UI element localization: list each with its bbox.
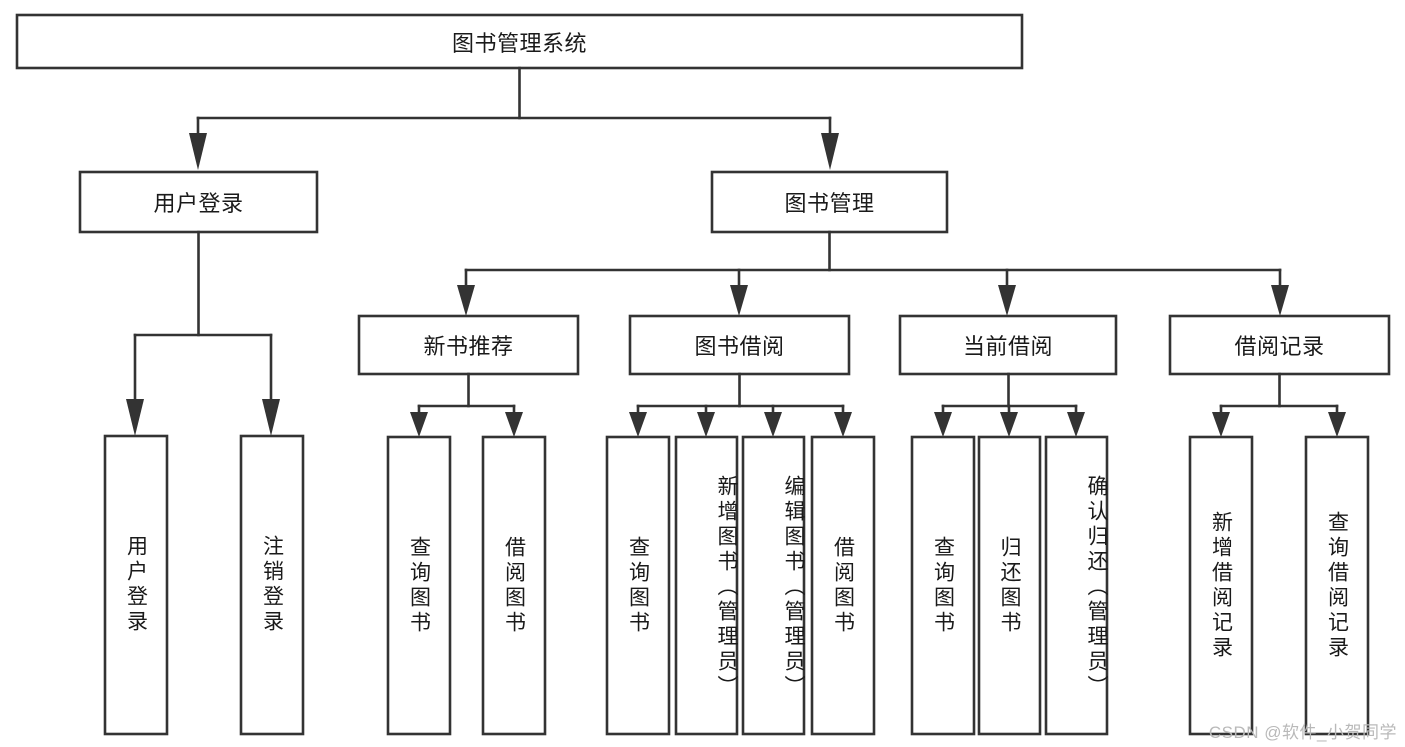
arrow-head-root-1 <box>189 133 207 170</box>
arrow-head-userlogin-2 <box>262 399 280 436</box>
node-box-leaf-return-book[interactable] <box>977 435 1042 736</box>
arrow-head-newbook-2 <box>505 412 523 437</box>
node-box-leaf-confirm-return[interactable] <box>1044 435 1109 736</box>
node-box-leaf-query-book-cb[interactable] <box>910 435 976 736</box>
node-box-borrow-record[interactable] <box>1168 314 1391 376</box>
arrow-head-currentborrow-3 <box>1067 412 1085 437</box>
node-box-leaf-user-logout[interactable] <box>239 434 305 736</box>
arrow-head-bookmgmt-4 <box>1271 285 1289 316</box>
arrow-head-borrowrecord-1 <box>1212 412 1230 437</box>
arrow-head-bookborrow-4 <box>834 412 852 437</box>
node-box-root[interactable] <box>15 13 1024 70</box>
arrow-head-bookborrow-2 <box>697 412 715 437</box>
node-box-new-book-recommend[interactable] <box>357 314 580 376</box>
node-box-book-borrow[interactable] <box>628 314 851 376</box>
arrow-head-newbook-1 <box>410 412 428 437</box>
node-box-leaf-query-record[interactable] <box>1304 435 1370 736</box>
arrow-head-bookmgmt-2 <box>730 285 748 316</box>
arrow-head-bookmgmt-1 <box>457 285 475 316</box>
arrow-head-bookborrow-1 <box>629 412 647 437</box>
arrow-head-userlogin-1 <box>126 399 144 436</box>
node-box-leaf-add-book[interactable] <box>674 435 739 736</box>
arrow-head-bookborrow-3 <box>764 412 782 437</box>
node-box-leaf-user-login[interactable] <box>103 434 169 736</box>
arrow-head-currentborrow-1 <box>934 412 952 437</box>
node-box-leaf-borrow-book-bb[interactable] <box>810 435 876 736</box>
node-box-leaf-query-book-nb[interactable] <box>386 435 452 736</box>
node-box-leaf-edit-book[interactable] <box>741 435 806 736</box>
node-box-leaf-add-record[interactable] <box>1188 435 1254 736</box>
node-box-current-borrow[interactable] <box>898 314 1118 376</box>
node-box-book-management[interactable] <box>710 170 949 234</box>
node-box-user-login[interactable] <box>78 170 319 234</box>
arrow-head-bookmgmt-3 <box>998 285 1016 316</box>
arrow-head-root-2 <box>821 133 839 170</box>
arrow-head-currentborrow-2 <box>1000 412 1018 437</box>
arrow-head-borrowrecord-2 <box>1328 412 1346 437</box>
node-box-leaf-borrow-book-nb[interactable] <box>481 435 547 736</box>
node-box-leaf-query-book-bb[interactable] <box>605 435 671 736</box>
